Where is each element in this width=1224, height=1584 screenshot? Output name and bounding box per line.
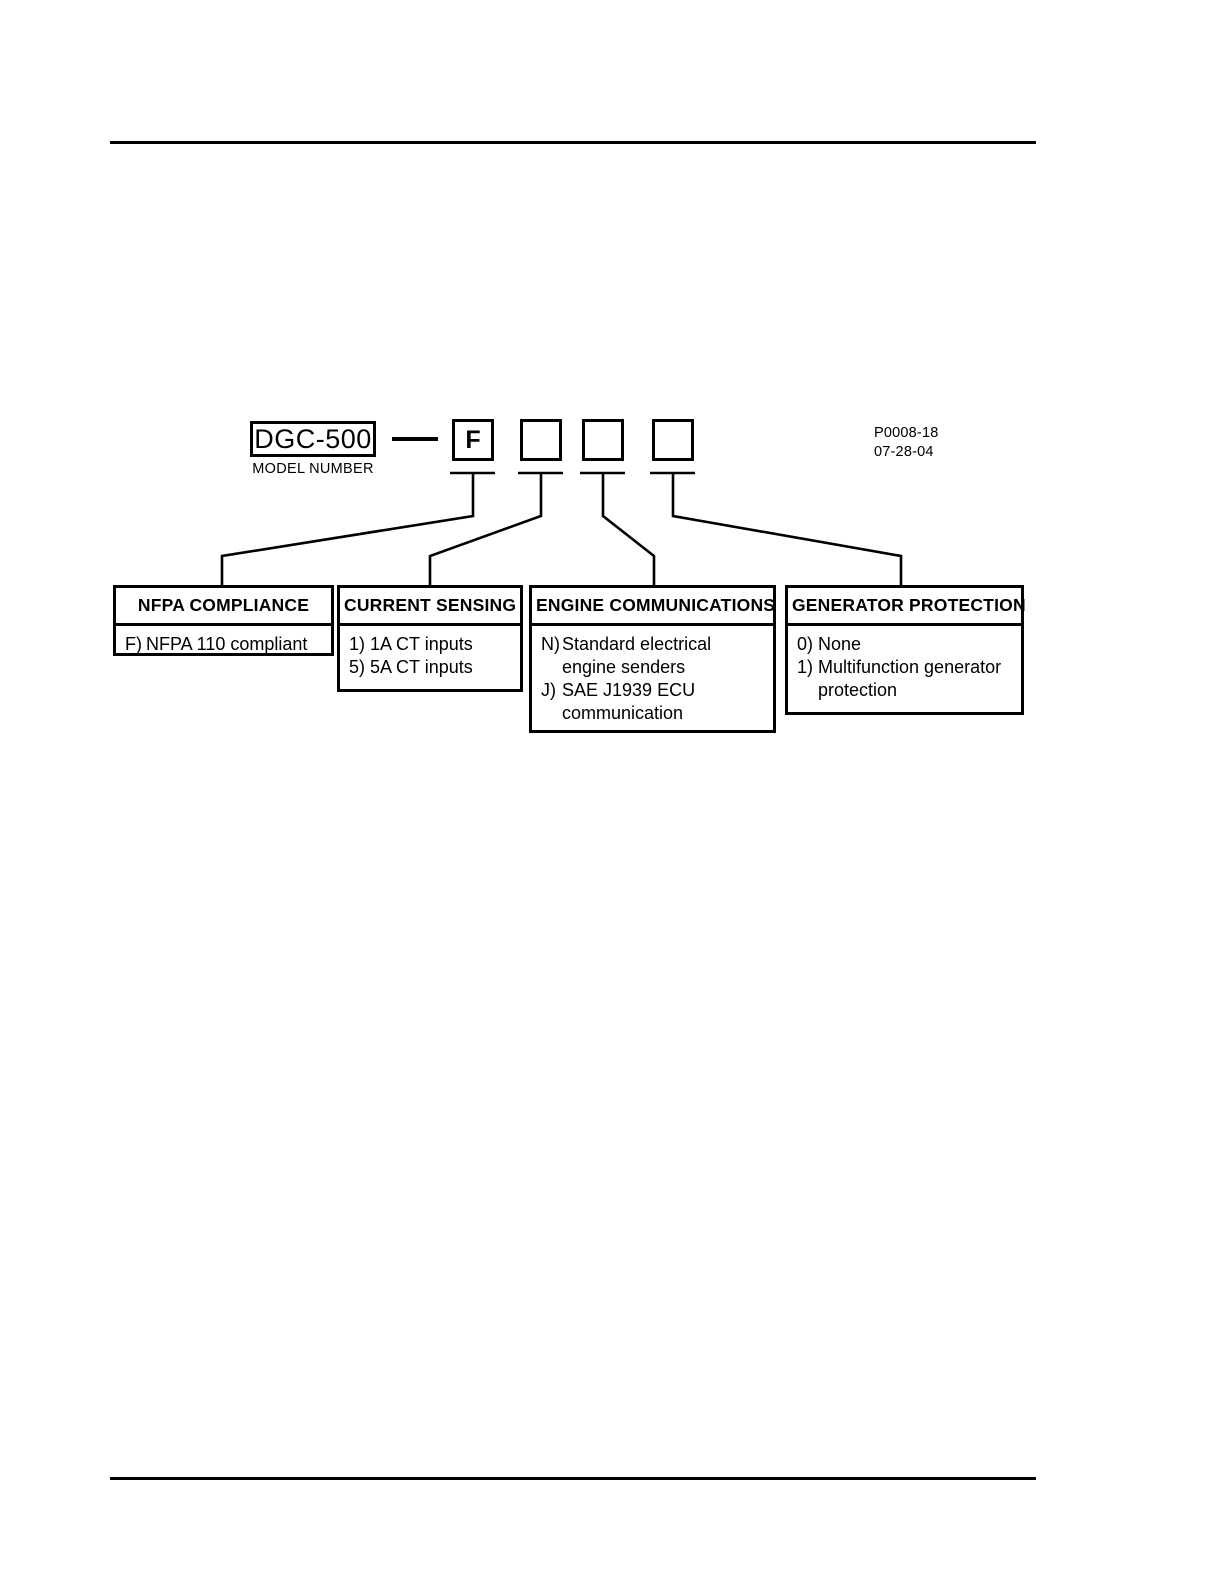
field-box-engine-communications[interactable] <box>582 419 624 461</box>
field-value-nfpa-compliance: F <box>465 425 481 454</box>
category-title-generator-protection: GENERATOR PROTECTION <box>788 588 1026 626</box>
category-options-current-sensing: 1) 1A CT inputs 5) 5A CT inputs <box>340 626 520 687</box>
option-row: N) Standard electrical engine senders <box>541 633 767 679</box>
option-text: Multifunction generator protection <box>818 657 1002 700</box>
header-rule <box>110 141 1036 144</box>
option-row: 0) None <box>797 633 1015 656</box>
option-row: 1) 1A CT inputs <box>349 633 514 656</box>
field-box-nfpa-compliance[interactable]: F <box>452 419 494 461</box>
option-text: 1A CT inputs <box>370 634 473 654</box>
model-number-box: DGC-500 <box>250 421 376 457</box>
option-code: J) <box>541 680 556 700</box>
option-text: NFPA 110 compliant <box>146 634 308 654</box>
option-code: F) <box>125 634 142 654</box>
footer-rule <box>110 1477 1036 1480</box>
option-code: 1) <box>349 634 366 654</box>
reference-stamp: P0008-18 07-28-04 <box>874 424 939 462</box>
field-box-current-sensing[interactable] <box>520 419 562 461</box>
category-box-current-sensing: CURRENT SENSING 1) 1A CT inputs 5) 5A CT… <box>337 585 523 692</box>
option-row: F) NFPA 110 compliant <box>125 633 325 656</box>
option-code: 0) <box>797 634 814 654</box>
category-box-nfpa-compliance: NFPA COMPLIANCE F) NFPA 110 compliant <box>113 585 334 656</box>
option-code: 1) <box>797 657 814 677</box>
option-row: 5) 5A CT inputs <box>349 656 514 679</box>
field-box-generator-protection[interactable] <box>652 419 694 461</box>
category-title-nfpa-compliance: NFPA COMPLIANCE <box>116 588 331 626</box>
option-text: Standard electrical engine senders <box>562 634 712 677</box>
category-title-engine-communications: ENGINE COMMUNICATIONS <box>532 588 775 626</box>
option-text: SAE J1939 ECU communication <box>562 680 696 723</box>
category-options-nfpa-compliance: F) NFPA 110 compliant <box>116 626 331 664</box>
category-options-generator-protection: 0) None 1) Multifunction generator prote… <box>788 626 1021 710</box>
option-code: N) <box>541 634 560 654</box>
option-row: 1) Multifunction generator protection <box>797 656 1015 702</box>
category-options-engine-communications: N) Standard electrical engine senders J)… <box>532 626 773 733</box>
category-box-engine-communications: ENGINE COMMUNICATIONS N) Standard electr… <box>529 585 776 733</box>
option-text: 5A CT inputs <box>370 657 473 677</box>
model-number-dash <box>392 437 438 441</box>
reference-date: 07-28-04 <box>874 444 934 460</box>
model-number-caption: MODEL NUMBER <box>252 461 374 477</box>
option-code: 5) <box>349 657 366 677</box>
option-text: None <box>818 634 862 654</box>
option-row: J) SAE J1939 ECU communication <box>541 679 767 725</box>
category-title-current-sensing: CURRENT SENSING <box>340 588 520 626</box>
category-box-generator-protection: GENERATOR PROTECTION 0) None 1) Multifun… <box>785 585 1026 715</box>
reference-code: P0008-18 <box>874 425 939 441</box>
model-number-label: DGC-500 <box>254 423 372 454</box>
